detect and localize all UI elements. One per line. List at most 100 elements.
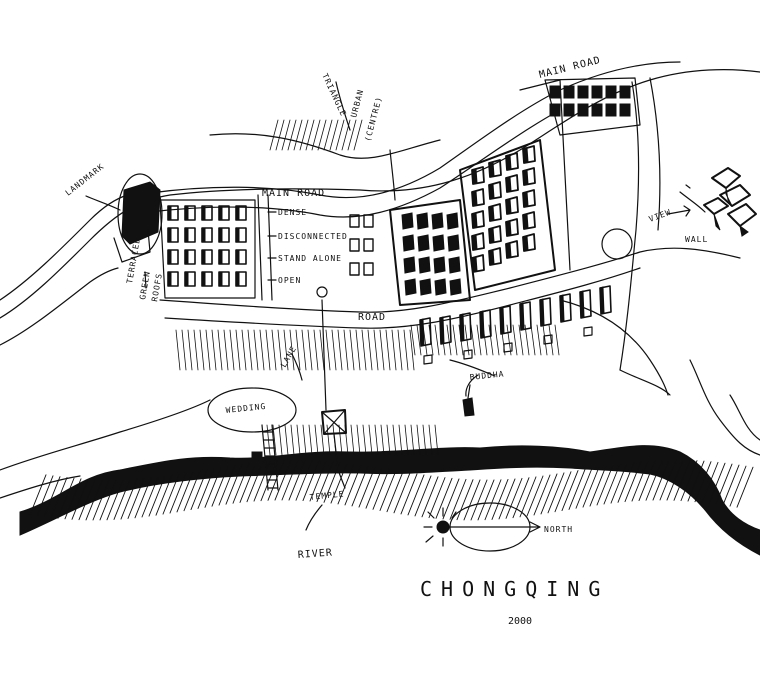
buddha-leader (465, 374, 479, 399)
central-house (402, 234, 415, 252)
south-building-shadow (479, 310, 485, 339)
top-right-house (549, 85, 561, 99)
west-house-shadow (184, 271, 189, 287)
north-block-outline (459, 139, 556, 291)
compass-arrow (445, 521, 541, 533)
west-house-shadow (201, 249, 206, 265)
west-house-shadow (201, 271, 206, 287)
west-house-shadow (218, 249, 223, 265)
stand-alone-house (363, 238, 374, 252)
river-leader (305, 504, 323, 531)
central-house (433, 256, 446, 274)
sketch-title: CHONGQING (420, 577, 609, 601)
label-centre: (CENTRE) (363, 95, 384, 142)
north-house-shadow (522, 235, 529, 252)
river-outlines (0, 69, 760, 499)
top-right-house (619, 103, 631, 117)
south-small-house (423, 354, 433, 365)
river-right-edge (619, 359, 760, 456)
label-stand-alone: STAND ALONE (278, 254, 342, 263)
top-right-outline (544, 77, 641, 136)
north-house-shadow (505, 242, 512, 259)
north-house-shadow (522, 213, 529, 230)
west-house-shadow (235, 249, 240, 265)
north-house-shadow (488, 227, 495, 244)
north-house-shadow (471, 234, 478, 251)
top-right-house (591, 85, 603, 99)
label-road: ROAD (358, 312, 386, 323)
south-small-house (543, 334, 553, 345)
west-house-shadow (235, 227, 240, 243)
west-housing-block (159, 199, 374, 299)
terrace-hatching (175, 119, 560, 456)
wall-blocks (703, 167, 757, 227)
label-temple: TEMPLE (309, 489, 345, 502)
south-strip-buildings (419, 285, 612, 365)
label-north: NORTH (544, 525, 573, 534)
main-road-bottom-edge (149, 109, 561, 218)
south-building-shadow (539, 298, 545, 327)
label-view: VIEW (648, 207, 673, 223)
landmark-block (121, 181, 161, 245)
top-right-house (605, 85, 617, 99)
label-river: RIVER (297, 548, 333, 561)
west-house-shadow (201, 205, 206, 221)
temple-axis (321, 299, 327, 411)
stand-alone-house (349, 238, 360, 252)
west-house-shadow (184, 249, 189, 265)
north-house-shadow (522, 191, 529, 208)
upper-hill-line (209, 133, 441, 159)
west-house-shadow (184, 227, 189, 243)
stand-alone-house (363, 262, 374, 276)
north-house-shadow (522, 147, 529, 164)
west-house-shadow (201, 227, 206, 243)
top-right-house (563, 85, 575, 99)
river-left-bank (0, 399, 211, 471)
lane-leader (291, 353, 303, 381)
north-house-shadow (471, 212, 478, 229)
label-lane: LANE (279, 344, 298, 369)
label-open: OPEN (278, 276, 301, 285)
label-urban: URBAN (349, 88, 365, 118)
road-right-vertical-2 (649, 77, 661, 231)
north-house-shadow (505, 198, 512, 215)
south-small-house (463, 349, 473, 360)
wall-block-shadows (713, 187, 749, 237)
river-upper-edge (0, 69, 760, 319)
stand-alone-house (349, 214, 360, 228)
central-house (416, 212, 429, 230)
main-road (0, 61, 741, 371)
landmark-base (113, 229, 151, 263)
vertical-main-road-a (257, 194, 273, 301)
temple-cross (321, 409, 347, 435)
north-house-shadow (488, 205, 495, 222)
river-bank-dark-edge (19, 445, 760, 556)
road-nodes (316, 228, 633, 298)
labels: LANDMARK TERRACED GREEN ROOFS MAIN ROAD … (64, 55, 708, 627)
top-right-house (563, 103, 575, 117)
road-node-centre (316, 286, 328, 298)
label-landmark: LANDMARK (64, 162, 106, 198)
top-right-block (544, 77, 641, 136)
sun-icon (436, 520, 450, 534)
temple (251, 409, 347, 491)
central-house (446, 212, 459, 230)
top-right-house (549, 103, 561, 117)
river-left-bank-2 (0, 475, 81, 499)
west-house-shadow (167, 205, 172, 221)
terrace-band-0 (175, 329, 415, 371)
stand-alone-house (349, 262, 360, 276)
sketch-year: 2000 (508, 616, 532, 627)
west-house-shadow (218, 227, 223, 243)
wedding-ellipse (207, 387, 297, 433)
south-building-shadow (519, 302, 525, 331)
view-arrow (667, 205, 691, 217)
top-right-house (577, 103, 589, 117)
leader-lines (144, 81, 396, 531)
landmark-circle (117, 173, 163, 255)
south-building-shadow (559, 294, 565, 323)
cross-road-upper (159, 247, 741, 313)
north-house-shadow (488, 249, 495, 266)
stand-alone-house (363, 214, 374, 228)
temple-path (333, 433, 346, 489)
